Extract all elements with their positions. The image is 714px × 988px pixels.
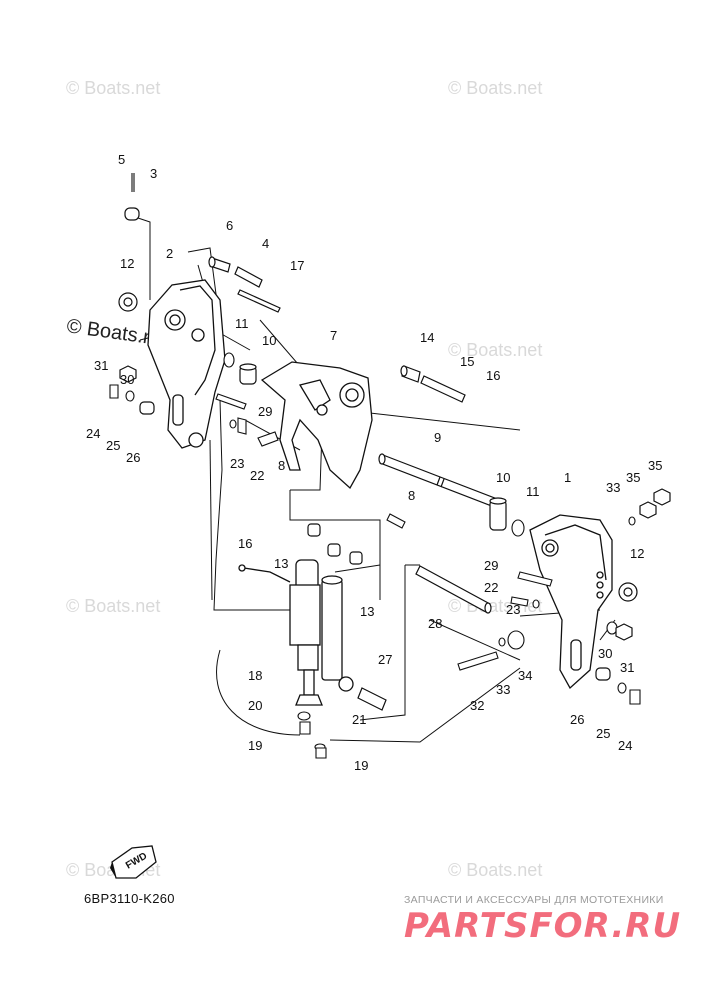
shop-logo: PARTSFOR.RU [404, 906, 682, 946]
watermark: © Boats.net [448, 860, 542, 880]
callout-29: 29 [258, 404, 272, 419]
tilt-cylinder [238, 559, 354, 706]
shop-tagline: ЗАПЧАСТИ И АКСЕССУАРЫ ДЛЯ МОТОТЕХНИКИ [404, 894, 664, 906]
callout-35: 35 [648, 458, 662, 473]
bushing-14 [400, 365, 421, 383]
callout-34: 34 [518, 668, 532, 683]
callout-11: 11 [526, 484, 540, 499]
callout-35: 35 [626, 470, 640, 485]
callout-11: 11 [235, 316, 249, 331]
bushings-10 [239, 363, 507, 531]
callout-26: 26 [126, 450, 140, 465]
nuts [118, 207, 671, 641]
callout-5: 5 [118, 152, 125, 167]
callout-24: 24 [86, 426, 100, 441]
callout-27: 27 [378, 652, 392, 667]
callout-28: 28 [428, 616, 442, 631]
callout-20: 20 [248, 698, 262, 713]
watermark: © Boats.net [448, 78, 542, 98]
callout-8: 8 [278, 458, 285, 473]
callout-9: 9 [434, 430, 441, 445]
clamp-bracket-right [529, 514, 613, 690]
callout-33: 33 [606, 480, 620, 495]
watermark: © Boats.net [66, 596, 160, 616]
callout-22: 22 [250, 468, 264, 483]
callout-31: 31 [94, 358, 108, 373]
callout-1: 1 [564, 470, 571, 485]
tilt-rod [415, 565, 492, 614]
callout-21: 21 [352, 712, 366, 727]
swivel-tube [378, 453, 506, 511]
swivel-bracket [260, 361, 373, 490]
watermarks: © Boats.net © Boats.net © Boats.net © Bo… [65, 78, 542, 880]
pins-top [208, 256, 281, 313]
callouts: 5 3 6 4 17 2 12 11 10 7 14 15 16 31 30 2… [86, 152, 662, 773]
callout-16: 16 [486, 368, 500, 383]
callout-3: 3 [150, 166, 157, 181]
callout-13: 13 [274, 556, 288, 571]
callout-29: 29 [484, 558, 498, 573]
callout-25: 25 [106, 438, 120, 453]
callout-30: 30 [120, 372, 134, 387]
pin-15 [420, 375, 466, 403]
callout-6: 6 [226, 218, 233, 233]
fwd-arrow-icon: FWD [110, 845, 157, 879]
callout-31: 31 [620, 660, 634, 675]
callout-22: 22 [484, 580, 498, 595]
callout-32: 32 [470, 698, 484, 713]
callout-7: 7 [330, 328, 337, 343]
callout-25: 25 [596, 726, 610, 741]
callout-4: 4 [262, 236, 269, 251]
watermark: © Boats.net [66, 78, 160, 98]
callout-12: 12 [120, 256, 134, 271]
callout-26: 26 [570, 712, 584, 727]
callout-8: 8 [408, 488, 415, 503]
callout-30: 30 [598, 646, 612, 661]
bushings [139, 401, 611, 711]
callout-18: 18 [248, 668, 262, 683]
callout-14: 14 [420, 330, 434, 345]
diagram-code: 6BP3110-K260 [84, 891, 175, 906]
callout-10: 10 [496, 470, 510, 485]
callout-19: 19 [248, 738, 262, 753]
callout-24: 24 [618, 738, 632, 753]
watermark: © Boats.net [448, 340, 542, 360]
callout-12: 12 [630, 546, 644, 561]
callout-15: 15 [460, 354, 474, 369]
callout-19: 19 [354, 758, 368, 773]
callout-10: 10 [262, 333, 276, 348]
callout-16: 16 [238, 536, 252, 551]
callout-17: 17 [290, 258, 304, 273]
callout-13: 13 [360, 604, 374, 619]
callout-33: 33 [496, 682, 510, 697]
callout-23: 23 [230, 456, 244, 471]
callout-2: 2 [166, 246, 173, 261]
bolts [109, 173, 641, 759]
clamp-bracket-left [147, 279, 226, 449]
callout-23: 23 [506, 602, 520, 617]
